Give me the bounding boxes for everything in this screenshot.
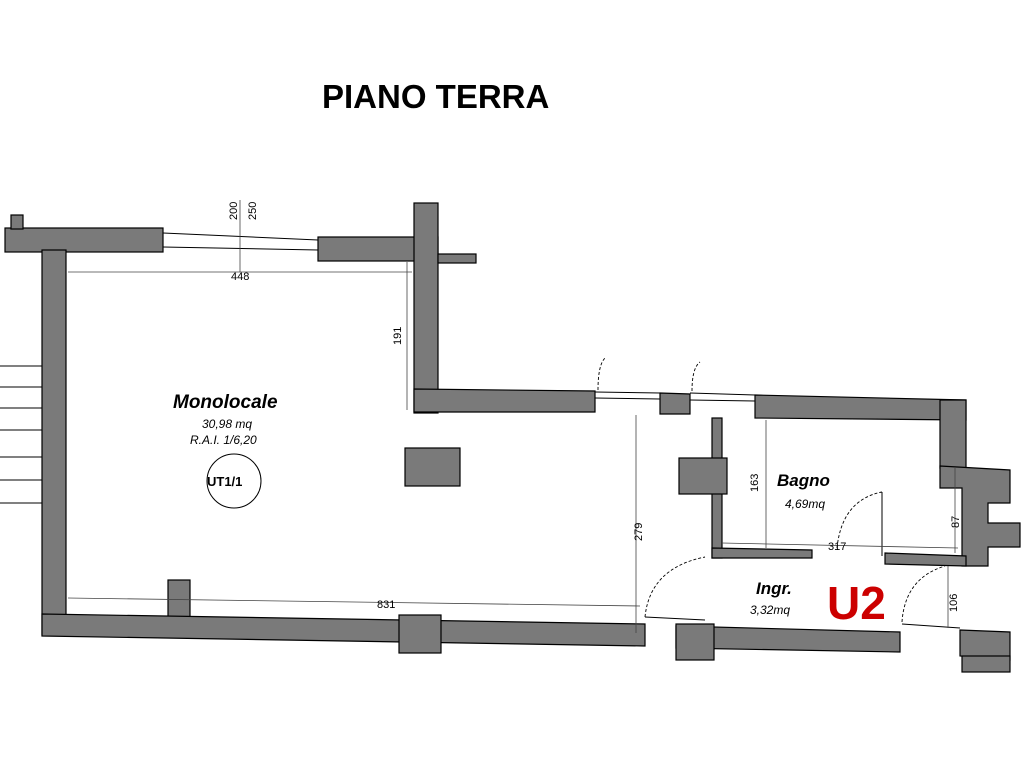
room-ingresso-name: Ingr. xyxy=(756,579,792,598)
dim-250: 250 xyxy=(247,202,259,220)
dim-163: 163 xyxy=(749,474,761,492)
pillar-bottom-right xyxy=(961,655,1011,673)
wall-mid-vertical xyxy=(413,202,439,414)
dim-87: 87 xyxy=(950,516,962,528)
wall-upper-c xyxy=(754,394,967,421)
stairs xyxy=(0,365,42,504)
room-bagno-area: 4,69mq xyxy=(785,497,825,511)
room-monolocale-area: 30,98 mq xyxy=(202,417,252,431)
unit-code: U2 xyxy=(827,577,886,629)
pillar-bottom-mid xyxy=(398,614,442,654)
wall-bath-bottom-a xyxy=(711,547,813,559)
wall-upper-b xyxy=(659,392,691,415)
dim-200: 200 xyxy=(228,202,240,220)
pillar-bath xyxy=(678,457,728,495)
wall-upper-a xyxy=(413,388,596,413)
dim-279: 279 xyxy=(633,523,645,541)
pillar-bottom-door xyxy=(675,623,715,661)
room-ingresso-area: 3,32mq xyxy=(750,603,790,617)
wall-outer-stub xyxy=(437,253,477,264)
dim-317: 317 xyxy=(828,541,846,553)
pillar-interior xyxy=(404,447,461,487)
dimension-lines xyxy=(67,200,959,633)
wall-left xyxy=(41,249,67,636)
walls xyxy=(4,202,1021,673)
wall-right-protrusion xyxy=(939,465,1021,567)
window-upper-right xyxy=(594,357,756,402)
plan-title: PIANO TERRA xyxy=(322,78,549,115)
wall-right-bath xyxy=(939,399,967,469)
window-top xyxy=(162,232,319,251)
dim-448: 448 xyxy=(231,271,249,283)
wall-bottom-a xyxy=(41,613,646,647)
wall-bath-bottom-b xyxy=(884,552,967,567)
dim-831: 831 xyxy=(377,599,395,611)
room-bagno-name: Bagno xyxy=(777,471,830,490)
wall-top-left xyxy=(4,227,164,253)
doors xyxy=(644,491,961,629)
dim-106: 106 xyxy=(948,594,960,612)
room-monolocale-name: Monolocale xyxy=(173,392,278,413)
unit-badge-label: UT1/1 xyxy=(207,474,242,489)
room-monolocale-rai: R.A.I. 1/6,20 xyxy=(190,433,257,447)
unit-badge-circle xyxy=(206,453,262,509)
wall-stub xyxy=(10,214,24,230)
dim-191: 191 xyxy=(392,327,404,345)
